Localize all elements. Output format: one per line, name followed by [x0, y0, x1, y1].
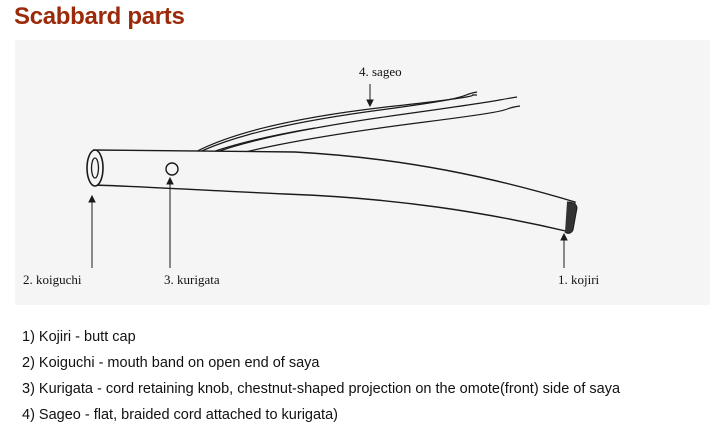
list-item-kurigata: 3) Kurigata - cord retaining knob, chest… [22, 381, 621, 397]
saya-body [92, 149, 576, 233]
parts-list: 1) Kojiri - butt cap 2) Koiguchi - mouth… [22, 327, 620, 431]
kurigata-knob [165, 162, 179, 176]
label-sageo: 4. sageo [359, 64, 402, 79]
callout-arrows [88, 84, 568, 268]
page-title: Scabbard parts [14, 3, 185, 30]
label-koiguchi: 2. koiguchi [23, 272, 82, 287]
koiguchi-mouth [86, 149, 104, 187]
list-item-sageo: 4) Sageo - flat, braided cord attached t… [22, 407, 338, 423]
scabbard-diagram: 4. sageo 2. koiguchi 3. kurigata 1. koji… [15, 40, 710, 305]
list-item-kojiri: 1) Kojiri - butt cap [22, 329, 136, 345]
label-kojiri: 1. kojiri [558, 272, 600, 287]
kojiri-cap [564, 201, 578, 234]
koiguchi-opening [90, 157, 100, 179]
list-item-koiguchi: 2) Koiguchi - mouth band on open end of … [22, 355, 320, 371]
scabbard-drawing [86, 84, 578, 268]
label-kurigata: 3. kurigata [164, 272, 220, 287]
